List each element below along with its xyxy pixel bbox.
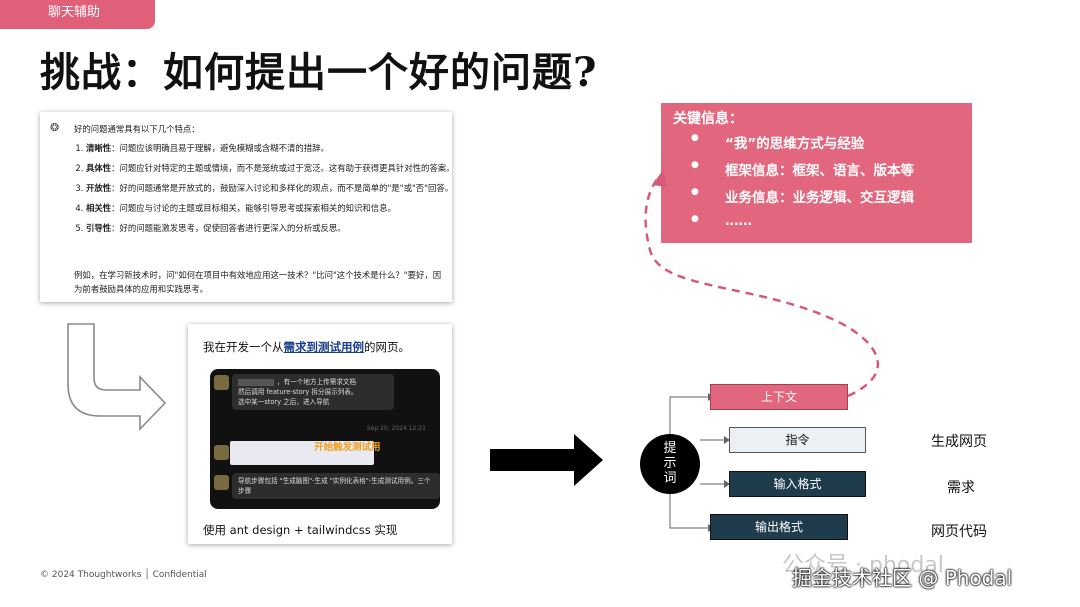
input-format-box: 输入格式: [729, 471, 866, 497]
key-info-box: 关键信息： “我”的思维方式与经验 框架信息：框架、语言、版本等 业务信息：业务…: [661, 103, 972, 243]
circle-char: 词: [663, 471, 677, 486]
item-term: 开放性: [86, 183, 112, 193]
bubble-line: 然后调用 feature-story 拆分展示列表。: [238, 388, 358, 396]
item-text: ：问题应与讨论的主题或目标相关，能够引导思考或探索相关的知识和信息。: [111, 203, 396, 213]
context-box: 上下文: [710, 384, 848, 410]
avatar: [214, 445, 229, 460]
chat-bubble: ，有一个地方上传需求文档 然后调用 feature-story 拆分展示列表。 …: [232, 374, 394, 410]
answer-list: 清晰性：问题应该明确且易于理解，避免模糊或含糊不清的措辞。 具体性：问题应针对特…: [74, 138, 456, 241]
output-label-code: 网页代码: [931, 524, 987, 540]
circle-char: 提: [663, 441, 677, 456]
prompt-connector-lines: [669, 396, 724, 529]
key-info-title: 关键信息：: [673, 111, 743, 127]
list-item: 引导性：好的问题能激发思考，促使回答者进行更深入的分析或反思。: [86, 221, 456, 235]
chatgpt-answer-card: ❂ 好的问题通常具有以下几个特点： 清晰性：问题应该明确且易于理解，避免模糊或含…: [40, 112, 455, 302]
prompt-center-circle: 提 示 词: [640, 434, 700, 494]
watermark-juejin: 掘金技术社区 @ Phodal: [792, 566, 1013, 590]
key-info-item: “我”的思维方式与经验: [691, 132, 914, 159]
dashed-arrow-head-icon: [652, 170, 667, 187]
curved-down-right-arrow-icon: [67, 323, 167, 431]
chat-timestamp: Sep 20, 2024 12:21: [366, 425, 426, 432]
list-item: 开放性：好的问题通常是开放式的，鼓励深入讨论和多样化的观点，而不是简单的"是"或…: [86, 181, 456, 195]
list-item: 相关性：问题应与讨论的主题或目标相关，能够引导思考或探索相关的知识和信息。: [86, 201, 456, 215]
chat-screenshot: ，有一个地方上传需求文档 然后调用 feature-story 拆分展示列表。 …: [210, 369, 440, 509]
item-term: 引导性: [86, 223, 112, 233]
circle-char: 示: [663, 456, 677, 471]
big-right-arrow-icon: [490, 434, 603, 486]
item-term: 具体性: [86, 163, 112, 173]
demo-footnote: 使用 ant design + tailwindcss 实现: [203, 523, 398, 537]
redacted-block: [238, 378, 274, 386]
bubble-line: ，有一个地方上传需求文档: [277, 378, 357, 386]
connector-arrowhead-icon: [724, 436, 730, 444]
item-text: ：好的问题通常是开放式的，鼓励深入讨论和多样化的观点，而不是简单的"是"或"否"…: [111, 183, 454, 193]
ui-screenshot-thumbnail: [230, 441, 374, 465]
avatar: [214, 475, 229, 490]
start-trigger-label: 开始触发测试用: [314, 442, 381, 453]
answer-intro: 好的问题通常具有以下几个特点：: [74, 124, 200, 134]
watermark-wechat: 公众号 · phodal: [782, 553, 944, 578]
list-item: 具体性：问题应针对特定的主题或情境，而不是笼统或过于宽泛。这有助于获得更具针对性…: [86, 161, 456, 175]
page-title: 挑战：如何提出一个好的问题?: [40, 49, 598, 96]
chat-bubble: 导航步骤包括 "生成脑图"-生成 "实例化表格"-生成测试用例。三个步骤: [232, 473, 440, 499]
list-item: 清晰性：问题应该明确且易于理解，避免模糊或含糊不清的措辞。: [86, 141, 456, 155]
key-info-list: “我”的思维方式与经验 框架信息：框架、语言、版本等 业务信息：业务逻辑、交互逻…: [691, 132, 914, 240]
item-term: 相关性: [86, 203, 112, 213]
demo-heading-link: 需求到测试用例: [283, 340, 365, 354]
item-text: ：问题应该明确且易于理解，避免模糊或含糊不清的措辞。: [111, 143, 329, 153]
item-text: ：好的问题能激发思考，促使回答者进行更深入的分析或反思。: [111, 223, 346, 233]
dashed-curve-arrow: [644, 177, 880, 398]
avatar: [214, 375, 229, 390]
footer-copyright: © 2024 Thoughtworks │ Confidential: [40, 570, 207, 580]
demo-prompt-card: 我在开发一个从需求到测试用例的网页。 ，有一个地方上传需求文档 然后调用 fea…: [188, 324, 452, 544]
output-label-webpage: 生成网页: [931, 434, 987, 450]
key-info-item: ……: [691, 213, 914, 240]
connector-arrowhead-icon: [724, 480, 730, 488]
item-term: 清晰性: [86, 143, 112, 153]
demo-heading-suffix: 的网页。: [364, 340, 410, 354]
key-info-item: 框架信息：框架、语言、版本等: [691, 159, 914, 186]
demo-heading: 我在开发一个从需求到测试用例的网页。: [203, 339, 410, 355]
key-info-item: 业务信息：业务逻辑、交互逻辑: [691, 186, 914, 213]
answer-example: 例如，在学习新技术时，问"如何在项目中有效地应用这一技术？"比问"这个技术是什么…: [74, 270, 442, 294]
item-text: ：问题应针对特定的主题或情境，而不是笼统或过于宽泛。这有助于获得更具针对性的答案…: [111, 163, 455, 173]
output-label-requirement: 需求: [947, 480, 975, 496]
bubble-line: 选中某一story 之后，进入导航: [238, 398, 330, 406]
output-format-box: 输出格式: [710, 514, 848, 540]
chatgpt-logo-icon: ❂: [50, 121, 60, 134]
section-tag: 聊天辅助: [0, 0, 155, 29]
demo-heading-prefix: 我在开发一个从: [203, 340, 284, 354]
instruction-box: 指令: [729, 427, 866, 453]
